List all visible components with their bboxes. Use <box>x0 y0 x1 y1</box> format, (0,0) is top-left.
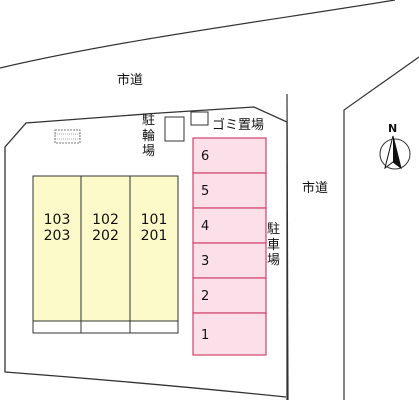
parking-number-3: 3 <box>201 254 210 269</box>
balcony-103 <box>32 320 82 334</box>
unit-102 <box>80 175 131 322</box>
parking-number-2: 2 <box>201 289 210 304</box>
unit-label-101: 101 201 <box>140 212 168 245</box>
bicycle-parking-label: 駐 輪 場 <box>142 113 156 160</box>
parking-number-1: 1 <box>201 328 210 343</box>
compass-letter: N <box>388 122 398 135</box>
apartment-building <box>32 175 179 334</box>
parking-space-6 <box>192 137 267 174</box>
parking-lot-label: 駐 車 場 <box>267 222 281 269</box>
east-road-edge-right <box>343 56 419 400</box>
parking-space-4 <box>192 207 267 244</box>
parking-space-3 <box>192 242 267 279</box>
parking-space-1 <box>192 312 267 356</box>
unit-label-102: 102 202 <box>92 212 119 245</box>
unit-101 <box>129 175 179 322</box>
bicycle-parking-area <box>164 116 185 142</box>
parking-lot <box>192 137 267 356</box>
garbage-area-box <box>190 111 209 126</box>
garbage-area-label: ゴミ置場 <box>212 118 265 133</box>
parking-number-4: 4 <box>201 219 210 234</box>
meter-box <box>54 129 81 144</box>
parking-space-2 <box>192 277 267 314</box>
north-arrow-icon <box>379 135 411 170</box>
unit-103 <box>32 175 82 322</box>
unit-label-103: 103 203 <box>43 212 71 245</box>
parking-number-6: 6 <box>201 149 210 164</box>
balcony-102 <box>80 320 131 334</box>
balcony-101 <box>129 320 179 334</box>
north-road-edge <box>0 0 396 69</box>
north-road-label: 市道 <box>117 73 144 88</box>
site-boundary <box>4 106 288 400</box>
parking-number-5: 5 <box>201 184 210 199</box>
east-road-label: 市道 <box>302 181 329 196</box>
